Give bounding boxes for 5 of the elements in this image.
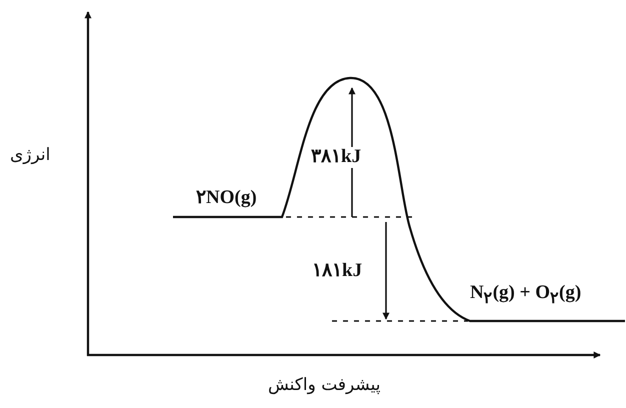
energy-value-label: ۳۸۱kJ — [311, 147, 362, 168]
species-label: ۲NO(g) — [196, 188, 257, 209]
energy-value-label: ۱۸۱kJ — [312, 261, 362, 282]
axis-label: انرژی — [10, 146, 50, 165]
axis-label: پیشرفت واکنش — [268, 376, 380, 395]
